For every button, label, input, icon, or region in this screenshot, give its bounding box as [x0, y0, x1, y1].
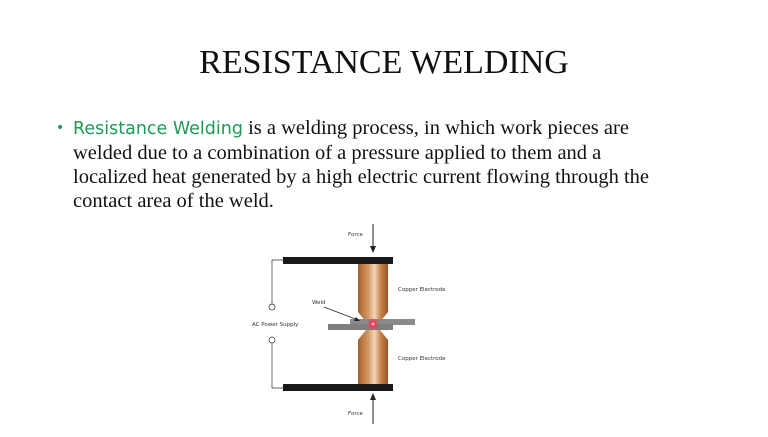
terminal-bottom: [268, 336, 276, 344]
bullet-line-3: localized heat generated by a high elect…: [73, 166, 650, 188]
bullet-paragraph: • Resistance Welding is a welding proces…: [56, 116, 736, 213]
bullet-line-2: welded due to a combination of a pressur…: [73, 142, 602, 164]
bottom-clamp-bar: [283, 384, 393, 391]
highlighted-term: Resistance Welding: [73, 119, 243, 139]
terminal-top: [268, 303, 276, 311]
force-arrow-top: [370, 224, 376, 253]
bottom-copper-electrode: [358, 330, 388, 384]
top-clamp-bar: [283, 257, 393, 264]
weld-pointer: [323, 306, 360, 321]
top-copper-electrode: [358, 264, 388, 322]
force-label-bottom: Force: [348, 411, 363, 417]
force-label-top: Force: [348, 232, 363, 238]
copper-electrode-label-top: Copper Electrode: [398, 287, 446, 293]
resistance-welding-diagram: Force Copper Electrode Weld Copper Elect…: [240, 222, 470, 432]
diagram-svg: Force Copper Electrode Weld Copper Elect…: [252, 224, 446, 424]
bullet-text: Resistance Welding is a welding process,…: [56, 116, 736, 213]
ac-power-supply-label: AC Power Supply: [252, 322, 299, 328]
workpieces: [328, 319, 415, 330]
slide-title: RESISTANCE WELDING: [199, 44, 569, 81]
bullet-line-1-rest: is a welding process, in which work piec…: [242, 117, 629, 139]
weld-label: Weld: [312, 300, 326, 306]
power-supply-wiring: [268, 259, 283, 389]
copper-electrode-label-bottom: Copper Electrode: [398, 356, 446, 362]
bullet-line-4: contact area of the weld.: [73, 190, 274, 212]
bullet-marker: •: [56, 120, 65, 136]
force-arrow-bottom: [370, 393, 376, 424]
bullet-line-1: Resistance Welding is a welding process,…: [73, 116, 736, 141]
weld-nugget: [367, 318, 379, 330]
